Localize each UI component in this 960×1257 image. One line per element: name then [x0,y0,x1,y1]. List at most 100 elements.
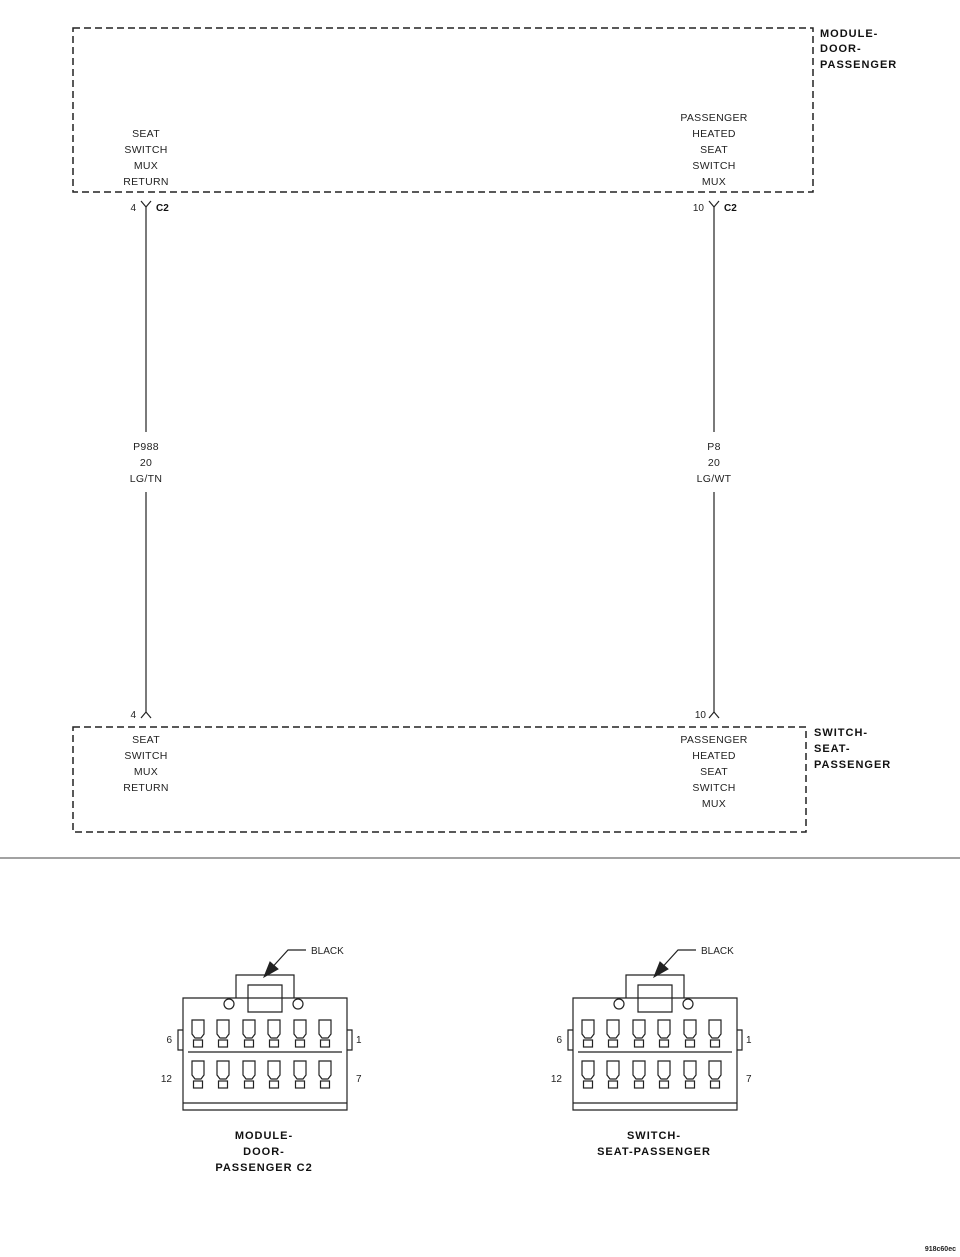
connector-caption-line: MODULE- [235,1130,293,1142]
terminal-cavity-outline [683,1019,697,1039]
wire-left-gauge: 20 [140,457,152,469]
terminal-cavity [632,1060,646,1089]
terminal-cavity [191,1019,205,1048]
terminal-cavity-contact [243,1039,255,1048]
connector-color: BLACK [701,946,734,957]
connector-latch [625,974,685,998]
terminal-cavity [657,1019,671,1048]
switch-left-pin-symbol [140,711,152,719]
terminal-cavity-contact [268,1039,280,1048]
terminal-cavity-contact [684,1039,696,1048]
terminal-cavity-outline [267,1019,281,1039]
switch-right-pin-number: 10 [695,710,707,721]
terminal-cavity-outline [606,1060,620,1080]
switch-left-label-line-1: SEAT [132,734,160,746]
switch-left-label-line-3: MUX [134,766,158,778]
module-left-pin-symbol [140,200,152,208]
terminal-cavity [657,1060,671,1089]
terminal-cavity-outline [606,1019,620,1039]
terminal-cavity-contact [268,1080,280,1089]
terminal-cavity [242,1019,256,1048]
module-name-line-3: PASSENGER [820,59,897,71]
terminal-cavity-outline [632,1060,646,1080]
connector-latch-inner [637,984,673,1013]
terminal-cavity-contact [294,1080,306,1089]
wire-right-color: LG/WT [697,473,732,485]
connector-latch-inner [247,984,283,1013]
terminal-cavity-outline [683,1060,697,1080]
terminal-cavity [581,1019,595,1048]
terminal-cavity-contact [582,1080,594,1089]
terminal-cavity-outline [632,1019,646,1039]
connector-caption-line: SWITCH- [627,1130,681,1142]
module-right-label-line-3: SEAT [700,144,728,156]
terminal-cavity [606,1060,620,1089]
terminal-cavity [267,1060,281,1089]
color-callout-leader [267,949,306,973]
connector-left-flange [177,1029,183,1051]
module-left-label-line-2: SWITCH [124,144,167,156]
switch-seat-passenger-box [72,726,807,833]
module-door-passenger-box [72,27,814,193]
pin-label-bottom-left: 12 [161,1074,173,1085]
terminal-cavity-contact [582,1039,594,1048]
connector-keyway-right [682,998,694,1010]
pin-label-bottom-left: 12 [551,1074,563,1085]
terminal-cavity-contact [633,1039,645,1048]
wire-right-label: P8 20 LG/WT [697,441,732,485]
terminal-cavity-outline [293,1019,307,1039]
terminal-cavity-contact [658,1039,670,1048]
module-right-pin-symbol [708,200,720,208]
switch-left-label-line-4: RETURN [123,782,169,794]
pin-label-top-right: 1 [356,1035,362,1046]
connector-keyway-left [223,998,235,1010]
pin-label-bottom-right: 7 [356,1074,362,1085]
terminal-cavity-contact [633,1080,645,1089]
terminal-cavity-outline [657,1019,671,1039]
pin-label-top-left: 6 [556,1035,562,1046]
terminal-cavity-contact [192,1039,204,1048]
wire-left-circuit: P988 [133,441,159,453]
connector-left-flange [567,1029,573,1051]
connector-caption-line: PASSENGER C2 [215,1162,312,1174]
terminal-cavity-contact [192,1080,204,1089]
module-right-label: PASSENGER HEATED SEAT SWITCH MUX [680,112,747,188]
terminal-cavity [318,1019,332,1048]
terminal-cavity-contact [709,1080,721,1089]
terminal-cavity-outline [242,1060,256,1080]
pin-label-top-right: 1 [746,1035,752,1046]
module-right-label-line-5: MUX [702,176,726,188]
switch-left-label-line-2: SWITCH [124,750,167,762]
module-left-label: SEAT SWITCH MUX RETURN [123,128,168,188]
connector-color: BLACK [311,946,344,957]
connector-caption-line: SEAT-PASSENGER [597,1146,711,1158]
terminal-cavity-contact [607,1080,619,1089]
terminal-cavity-contact [319,1039,331,1048]
wire-right-circuit: P8 [707,441,720,453]
switch-right-label-line-1: PASSENGER [680,734,747,746]
terminal-cavity-contact [684,1080,696,1089]
terminal-cavity-contact [709,1039,721,1048]
connector-keyway-left [613,998,625,1010]
terminal-cavity-contact [607,1039,619,1048]
pin-label-top-left: 6 [166,1035,172,1046]
terminal-cavity [318,1060,332,1089]
terminal-cavity-outline [216,1060,230,1080]
terminal-cavity [581,1060,595,1089]
terminal-cavity [242,1060,256,1089]
terminal-cavity [216,1019,230,1048]
terminal-cavity-outline [267,1060,281,1080]
terminal-cavity-contact [217,1039,229,1048]
connector-keyway-right [292,998,304,1010]
module-right-connector-id: C2 [724,203,737,214]
switch-right-label-line-2: HEATED [692,750,736,762]
terminal-cavity-outline [708,1019,722,1039]
module-right-pin-number: 10 [693,203,705,214]
switch-name-line-1: SWITCH- [814,727,868,739]
switch-right-label-line-4: SWITCH [692,782,735,794]
terminal-cavity [708,1019,722,1048]
terminal-cavity [293,1019,307,1048]
